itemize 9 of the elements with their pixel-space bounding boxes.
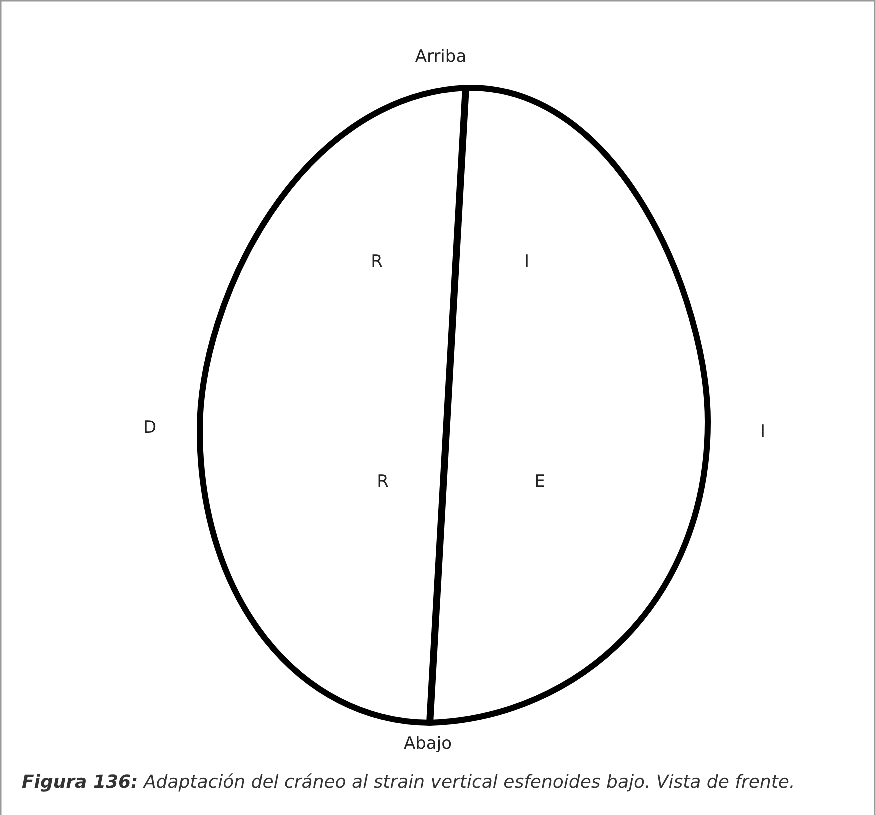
side-letter: I xyxy=(760,422,766,442)
side-letter: D xyxy=(143,418,157,438)
direction-label: Arriba xyxy=(415,47,467,67)
quadrant-letter: E xyxy=(534,472,546,492)
direction-label: Abajo xyxy=(404,734,452,754)
quadrant-letter: I xyxy=(524,252,530,272)
quadrant-letter: R xyxy=(377,472,389,492)
quadrant-letter: R xyxy=(371,252,383,272)
figure-caption: Figura 136: Adaptación del cráneo al strain vertical esfenoides bajo. Vista de frente. xyxy=(22,772,796,793)
